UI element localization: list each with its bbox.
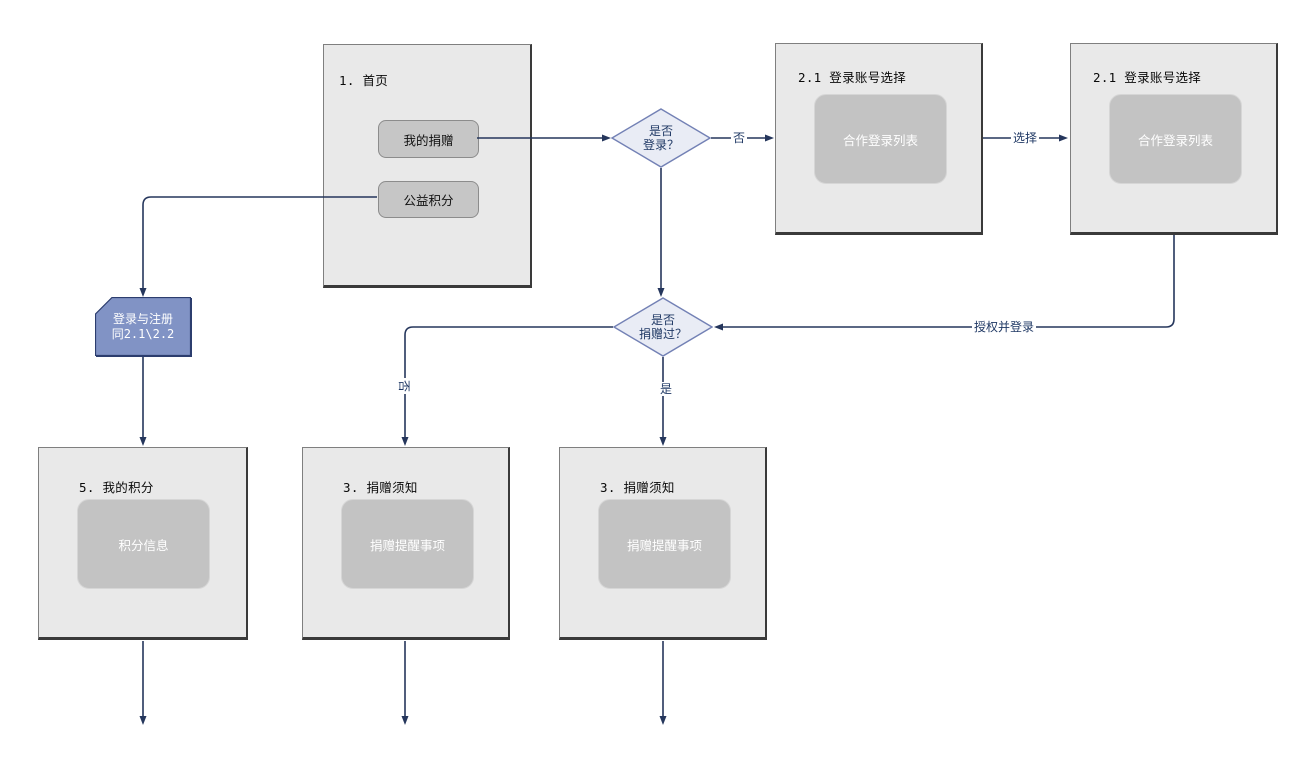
node-login-select-a[interactable]: 2.1 登录账号选择 合作登录列表 — [775, 43, 983, 235]
decision-is-logged-in[interactable]: 是否 登录？ — [611, 108, 711, 168]
node-donation-notice-b-title: 3. 捐赠须知 — [600, 480, 675, 495]
arrowhead-my-points-out — [139, 716, 147, 725]
arrowhead-login-select-b-in — [1059, 134, 1068, 142]
arrowhead-decision-login-in — [602, 134, 611, 142]
node-donation-notice-a[interactable]: 3. 捐赠须知 捐赠提醒事项 — [302, 447, 510, 640]
decision-has-donated-label: 是否 捐赠过？ — [638, 312, 687, 341]
node-login-select-a-title: 2.1 登录账号选择 — [798, 70, 907, 85]
arrowhead-donation-notice-a-in — [401, 437, 409, 446]
partner-login-list-panel[interactable]: 合作登录列表 — [1109, 94, 1242, 184]
edge-decision-donated-no — [404, 326, 613, 437]
edge-authorize-login — [723, 235, 1175, 328]
arrowhead-decision-donated-top-in — [657, 288, 665, 297]
decision-has-donated[interactable]: 是否 捐赠过？ — [613, 297, 713, 357]
edge-label-not-donated: 否 — [397, 377, 411, 395]
node-home-page[interactable]: 1. 首页 我的捐赠 公益积分 — [323, 44, 532, 288]
my-donation-button[interactable]: 我的捐赠 — [378, 120, 479, 158]
donation-reminder-panel[interactable]: 捐赠提醒事项 — [341, 499, 474, 589]
card-login-register[interactable]: 登录与注册 同2.1\2.2 — [95, 297, 191, 356]
decision-is-logged-in-label: 是否 登录？ — [642, 123, 679, 152]
arrowhead-donation-notice-a-out — [401, 716, 409, 725]
card-login-register-label: 登录与注册 同2.1\2.2 — [111, 311, 175, 341]
node-login-select-b[interactable]: 2.1 登录账号选择 合作登录列表 — [1070, 43, 1278, 235]
donation-reminder-panel[interactable]: 捐赠提醒事项 — [598, 499, 731, 589]
edge-label-no-login: 否 — [730, 131, 748, 145]
arrowhead-card-in — [139, 288, 147, 297]
edge-label-donated: 是 — [657, 382, 675, 396]
diamond-shape — [613, 297, 713, 357]
node-my-points[interactable]: 5. 我的积分 积分信息 — [38, 447, 248, 640]
arrowhead-decision-donated-right-in — [714, 323, 723, 331]
node-login-select-b-title: 2.1 登录账号选择 — [1093, 70, 1202, 85]
diamond-shape — [611, 108, 711, 168]
node-donation-notice-b[interactable]: 3. 捐赠须知 捐赠提醒事项 — [559, 447, 767, 640]
welfare-points-button[interactable]: 公益积分 — [378, 181, 479, 218]
node-home-page-title: 1. 首页 — [339, 73, 389, 88]
points-info-panel[interactable]: 积分信息 — [77, 499, 210, 589]
partner-login-list-panel[interactable]: 合作登录列表 — [814, 94, 947, 184]
arrowhead-my-points-in — [139, 437, 147, 446]
node-donation-notice-a-title: 3. 捐赠须知 — [343, 480, 418, 495]
arrowhead-login-select-a-in — [765, 134, 774, 142]
edge-label-select: 选择 — [1010, 131, 1040, 145]
edge-label-authorize-login: 授权并登录 — [971, 320, 1037, 334]
card-shape — [95, 297, 191, 356]
node-my-points-title: 5. 我的积分 — [79, 480, 154, 495]
arrowhead-donation-notice-b-in — [659, 437, 667, 446]
arrowhead-donation-notice-b-out — [659, 716, 667, 725]
